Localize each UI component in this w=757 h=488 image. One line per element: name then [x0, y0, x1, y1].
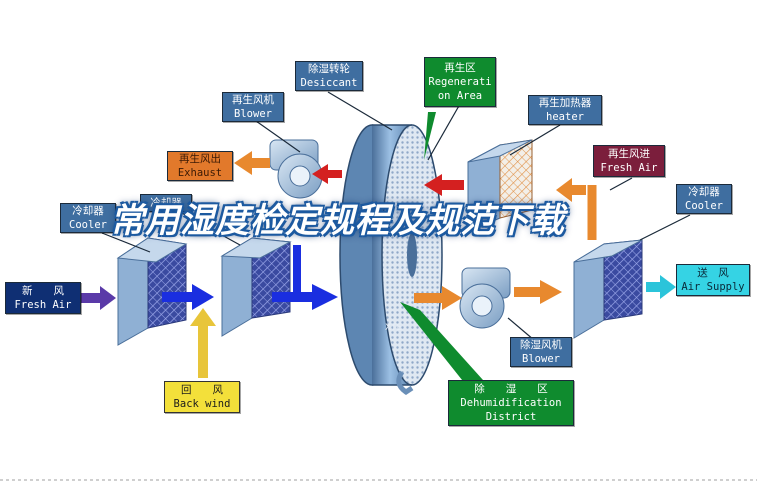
desiccant-wheel: XTE [339, 124, 443, 396]
leader-lines [101, 91, 691, 341]
air-supply-arrow [646, 275, 676, 299]
regen-wheel-arrow [312, 164, 342, 184]
process-air-riser [293, 245, 301, 295]
regen-area-label-zh: 再生区 [444, 62, 476, 74]
back-wind-label-zh: 回 风 [181, 384, 223, 396]
air-supply-label-zh: 送 风 [697, 267, 729, 279]
fresh-air-label-zh: 新 风 [22, 285, 64, 297]
back-wind-label-en: Back wind [173, 398, 231, 410]
cooler-left-label-zh: 冷却器 [72, 205, 104, 217]
regen-in-arrow [556, 178, 586, 202]
cooler-middle-label: 冷却器 [140, 194, 192, 212]
process-air-arrow-1 [162, 284, 214, 310]
regen-area-label-en2: on Area [437, 90, 483, 102]
air-supply-label: 送 风 Air Supply [676, 264, 750, 296]
cooler-right-label-zh: 冷却器 [688, 186, 720, 198]
exhaust-label: 再生风出 Exhaust [167, 151, 233, 181]
airflow-arrows [80, 151, 676, 378]
dehum-district-label-en2: District [485, 411, 537, 423]
exhaust-arrow [234, 151, 270, 175]
cooler-right-unit [573, 239, 643, 339]
exhaust-label-en: Exhaust [177, 167, 223, 179]
cooler-middle-label-zh: 冷却器 [150, 197, 182, 209]
overlay-title-link[interactable]: 常用湿度检定规程及规范下载 [110, 201, 565, 241]
desiccant-label-zh: 除湿转轮 [308, 63, 350, 75]
exhaust-label-zh: 再生风出 [179, 153, 221, 165]
dehum-district-label: 除 湿 区 Dehumidification District [448, 380, 574, 426]
regen-air-in-label-zh: 再生风进 [608, 148, 650, 160]
regen-area-pointer [424, 112, 436, 160]
fresh-air-label: 新 风 Fresh Air [5, 282, 81, 314]
regen-heater-label-zh: 再生加热器 [538, 97, 592, 109]
cooler-right-label-en: Cooler [685, 200, 723, 212]
regen-air-in-label: 再生风进 Fresh Air [593, 145, 665, 177]
back-wind-arrow [190, 308, 216, 378]
cooler-left-unit [116, 237, 188, 346]
cooler-right-label: 冷却器 Cooler [676, 184, 732, 214]
air-supply-label-en: Air Supply [681, 281, 745, 293]
dehum-district-label-zh: 除 湿 区 [474, 383, 548, 395]
regen-blower-label-en: Blower [234, 108, 272, 120]
desiccant-label-en: Desiccant [300, 77, 358, 89]
regen-area-label: 再生区 Regenerati on Area [424, 57, 496, 107]
dehum-arrow-1 [414, 286, 462, 310]
dehum-blower-label-en: Blower [522, 353, 560, 365]
back-wind-label: 回 风 Back wind [164, 381, 240, 413]
regen-blower-label: 再生风机 Blower [222, 92, 284, 122]
desiccant-label: 除湿转轮 Desiccant [295, 61, 363, 91]
dehum-blower-fan [459, 267, 511, 329]
regen-blower-label-zh: 再生风机 [232, 94, 274, 106]
regen-air-in-label-en: Fresh Air [600, 162, 658, 174]
cooler-left-label-en: Cooler [69, 219, 107, 231]
fresh-air-label-en: Fresh Air [14, 299, 72, 311]
dehum-district-pointer [400, 302, 492, 390]
regen-heater-label: 再生加热器 heater [528, 95, 602, 125]
regen-area-label-en1: Regenerati [428, 76, 492, 88]
regen-heater-label-en: heater [546, 111, 584, 123]
process-air-arrow-2 [272, 284, 338, 310]
regen-blower-fan [269, 139, 323, 199]
cooler-middle-unit [220, 237, 292, 337]
dehum-arrow-2 [514, 280, 562, 304]
regen-heater-unit [467, 139, 533, 233]
dehum-blower-label-zh: 除湿风机 [520, 339, 562, 351]
svg-text:XTE: XTE [385, 323, 403, 333]
dehum-district-label-en1: Dehumidification [460, 397, 562, 409]
cooler-left-label: 冷却器 Cooler [60, 203, 116, 233]
regen-heater-arrow [424, 174, 464, 196]
fresh-air-arrow [80, 286, 116, 310]
dehum-blower-label: 除湿风机 Blower [510, 337, 572, 367]
